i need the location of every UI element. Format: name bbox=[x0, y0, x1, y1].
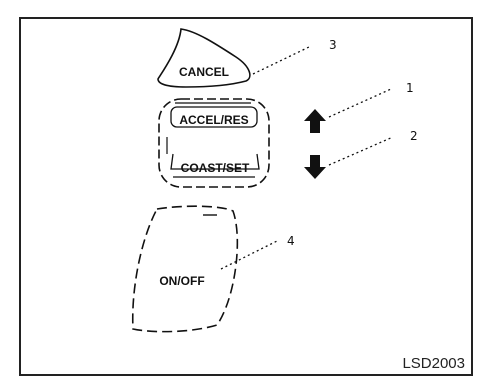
cancel-label: CANCEL bbox=[179, 65, 229, 79]
accel-res-label: ACCEL/RES bbox=[179, 113, 248, 127]
callout-cancel: 3 bbox=[329, 38, 337, 52]
on-off-button: ON/OFF bbox=[131, 205, 239, 333]
on-off-label: ON/OFF bbox=[159, 274, 204, 288]
callout-on-off: 4 bbox=[287, 234, 295, 248]
arrow-down-icon bbox=[304, 155, 326, 179]
arrow-up-icon bbox=[304, 109, 326, 133]
control-diagram: CANCEL ACCEL/RES COAST/SET ON/OFF bbox=[131, 28, 418, 333]
accel-coast-rocker: ACCEL/RES COAST/SET bbox=[158, 98, 270, 188]
callout-down: 2 bbox=[410, 129, 418, 143]
leader-lines bbox=[220, 46, 394, 270]
cancel-button: CANCEL bbox=[157, 28, 251, 88]
callout-up: 1 bbox=[406, 81, 414, 95]
coast-set-label: COAST/SET bbox=[181, 161, 250, 175]
figure-code: LSD2003 bbox=[402, 355, 465, 372]
diagram-frame: CANCEL ACCEL/RES COAST/SET ON/OFF bbox=[19, 17, 473, 376]
